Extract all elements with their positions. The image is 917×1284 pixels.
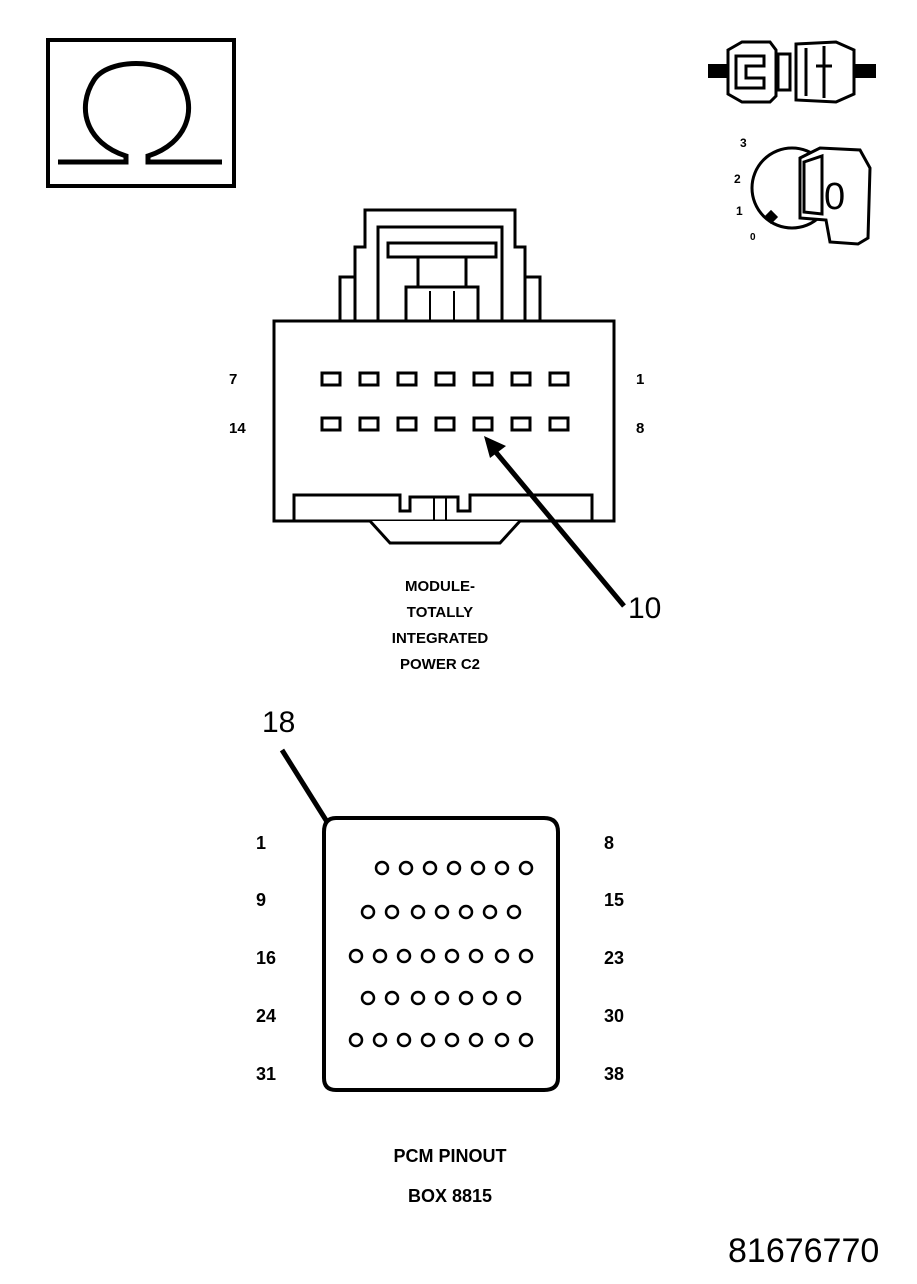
tipm-pin-1-label: 1 — [636, 371, 645, 388]
tipm-caption: MODULE- TOTALLY INTEGRATED POWER C2 — [340, 578, 540, 682]
ignition-position-1: 1 — [736, 204, 743, 218]
tipm-caption-line-3: INTEGRATED — [391, 630, 489, 647]
pcm-pin-9-label: 9 — [256, 890, 267, 910]
tipm-caption-line-1: MODULE- — [405, 578, 475, 595]
pcm-pin-38-label: 38 — [604, 1064, 625, 1084]
ignition-position-3: 3 — [740, 136, 747, 150]
ignition-position-2: 2 — [734, 172, 741, 186]
pcm-pin-24-label: 24 — [256, 1006, 277, 1026]
tipm-caption-line-4: POWER C2 — [399, 656, 480, 673]
ignition-key-label: 0 — [824, 176, 846, 218]
pcm-pin-15-label: 15 — [604, 890, 625, 910]
pcm-caption-line-2: BOX 8815 — [407, 1186, 493, 1206]
pcm-pin-16-label: 16 — [256, 948, 277, 968]
tipm-pin-8-label: 8 — [636, 420, 645, 437]
figure-number: 81676770 — [728, 1232, 880, 1270]
pcm-pin-8-label: 8 — [604, 833, 615, 853]
pcm-connector — [322, 816, 562, 1094]
pcm-caption-line-1: PCM PINOUT — [393, 1146, 507, 1166]
callout-18: 18 — [262, 706, 296, 739]
tipm-connector — [270, 205, 620, 555]
pcm-caption: PCM PINOUT BOX 8815 — [320, 1146, 580, 1216]
tipm-caption-line-2: TOTALLY — [406, 604, 474, 621]
ignition-key-icon: 3 2 1 0 0 — [730, 128, 880, 258]
ohm-icon — [46, 38, 236, 188]
pcm-pin-31-label: 31 — [256, 1064, 277, 1084]
ignition-position-0: 0 — [750, 232, 756, 243]
connector-disconnect-icon — [706, 36, 878, 108]
callout-10: 10 — [628, 592, 662, 625]
tipm-pin-7-label: 7 — [229, 371, 238, 388]
pcm-pin-1-label: 1 — [256, 833, 267, 853]
pcm-pin-23-label: 23 — [604, 948, 625, 968]
pcm-pin-30-label: 30 — [604, 1006, 625, 1026]
tipm-pin-14-label: 14 — [229, 420, 246, 437]
